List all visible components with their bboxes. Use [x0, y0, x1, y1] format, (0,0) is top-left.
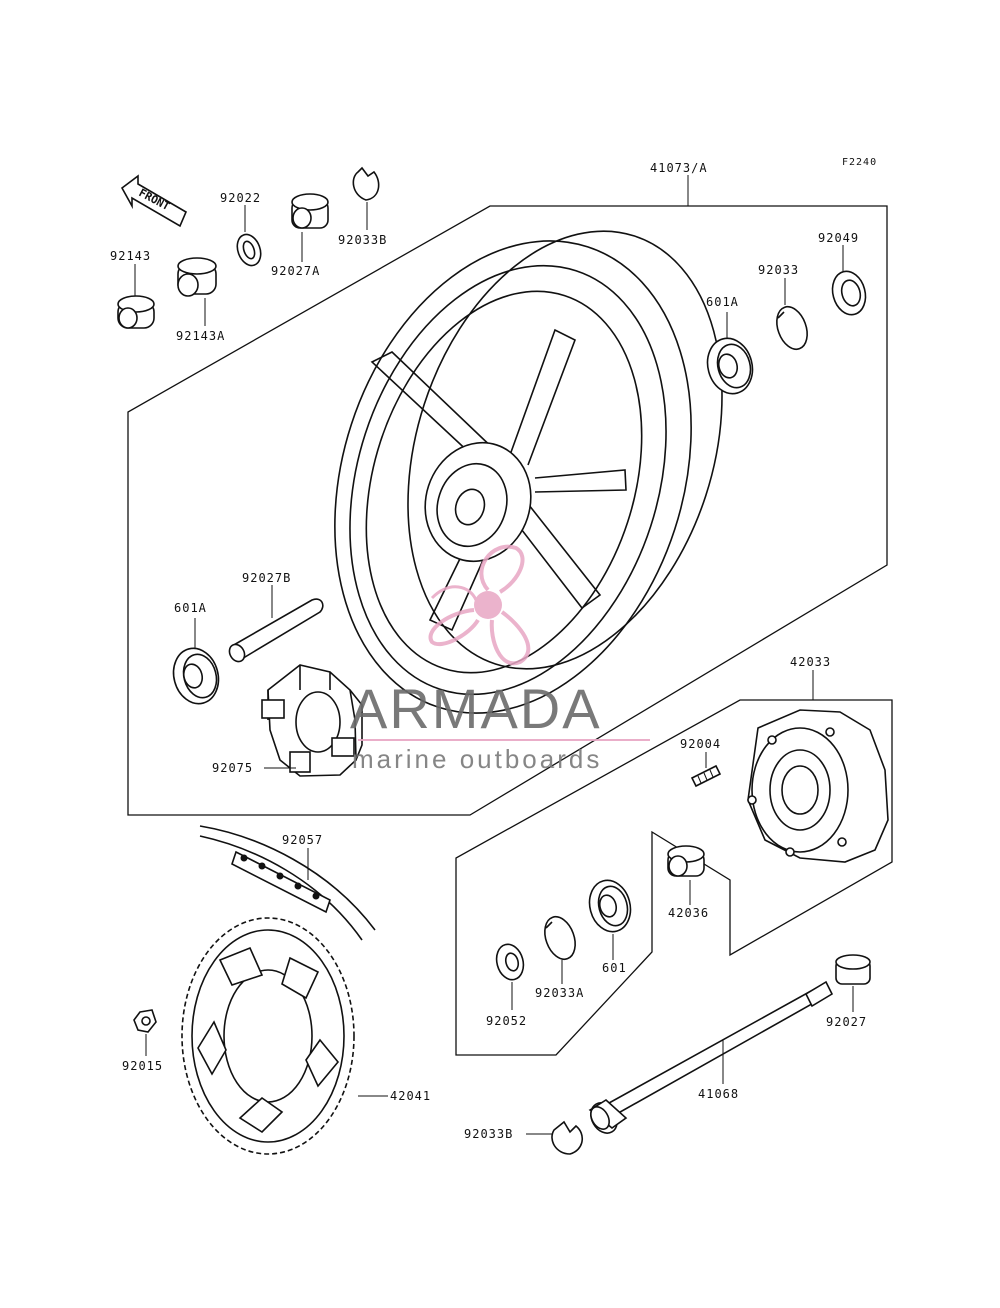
watermark-brand: ARMADA: [350, 677, 602, 740]
label-92033b-top: 92033B: [338, 233, 387, 247]
label-42033: 42033: [790, 655, 831, 669]
spacer-92143a-icon: [177, 257, 217, 297]
collar-92027-icon: [835, 954, 871, 985]
figure-code: F2240: [842, 157, 877, 168]
seal-92049-icon: [831, 270, 867, 316]
circlip-92033b-bottom-icon: [551, 1120, 583, 1155]
hub-assembly-outline: [455, 699, 893, 1056]
label-92027: 92027: [826, 1015, 867, 1029]
label-92075: 92075: [212, 761, 253, 775]
damper-92075-icon: [261, 664, 363, 777]
label-92027b: 92027B: [242, 571, 291, 585]
label-41068: 41068: [698, 1087, 739, 1101]
spacer-92143-icon: [117, 295, 155, 329]
sprocket-42041-icon: [181, 917, 355, 1155]
label-41073a: 41073/A: [650, 161, 708, 175]
wheel-icon: [334, 230, 723, 714]
washer-92052-icon: [495, 943, 525, 981]
label-92143a: 92143A: [176, 329, 225, 343]
label-601a-left: 601A: [174, 601, 207, 615]
hub-42033-icon: [747, 709, 889, 863]
front-arrow-icon: FRONT: [120, 174, 188, 228]
label-92027a: 92027A: [271, 264, 320, 278]
collar-42036-icon: [667, 845, 705, 877]
label-92033b-bottom: 92033B: [464, 1127, 513, 1141]
label-601: 601: [602, 961, 627, 975]
label-92143: 92143: [110, 249, 151, 263]
collar-92027b-icon: [228, 598, 324, 663]
chain-92057-icon: [199, 825, 376, 941]
collar-92027a-icon: [291, 193, 329, 229]
label-92004: 92004: [680, 737, 721, 751]
bearing-601-icon: [588, 879, 632, 933]
label-92049: 92049: [818, 231, 859, 245]
nut-92015-icon: [133, 1009, 157, 1033]
watermark-tagline: marine outboards: [352, 744, 602, 774]
label-42041: 42041: [390, 1089, 431, 1103]
label-92015: 92015: [122, 1059, 163, 1073]
label-92033a: 92033A: [535, 986, 584, 1000]
bearing-601a-left-icon: [172, 647, 220, 705]
label-42036: 42036: [668, 906, 709, 920]
bearing-601a-right-icon: [706, 337, 754, 395]
circlip-92033a-icon: [544, 915, 576, 961]
label-92052: 92052: [486, 1014, 527, 1028]
label-92022: 92022: [220, 191, 261, 205]
label-92033: 92033: [758, 263, 799, 277]
watermark-logo-icon: [428, 544, 531, 666]
circlip-92033b-top-icon: [352, 166, 380, 201]
label-601a-right: 601A: [706, 295, 739, 309]
circlip-92033-icon: [776, 305, 808, 351]
washer-92022-icon: [236, 233, 262, 267]
label-92057: 92057: [282, 833, 323, 847]
stud-92004-icon: [690, 764, 722, 788]
wheel-assembly-outline: [127, 205, 888, 816]
axle-41068-icon: [588, 980, 834, 1134]
